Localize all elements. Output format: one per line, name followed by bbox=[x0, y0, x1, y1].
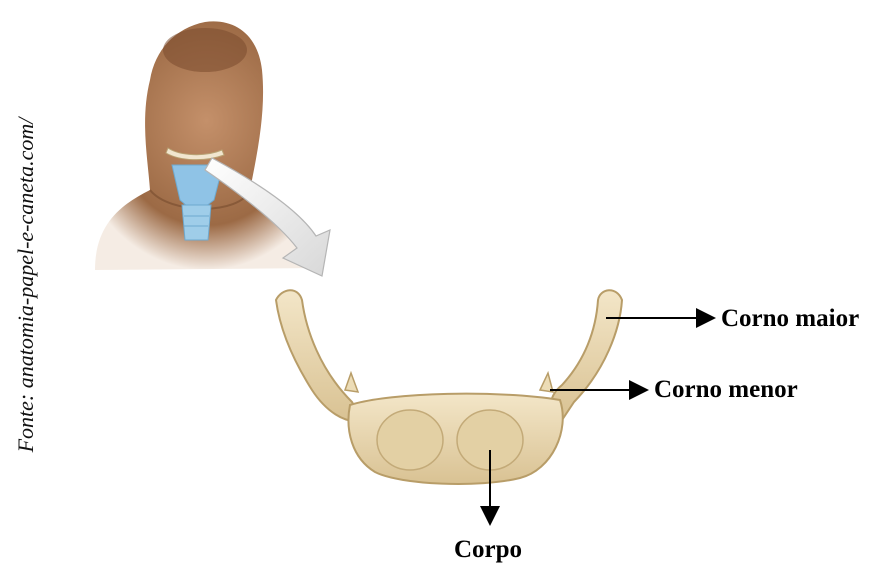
hyoid-bone bbox=[276, 290, 622, 484]
label-lesser-horn: Corno menor bbox=[654, 376, 798, 404]
label-body: Corpo bbox=[454, 536, 522, 564]
source-credit: Fonte: anatomia-papel-e-caneta.com/ bbox=[13, 118, 39, 453]
label-greater-horn: Corno maior bbox=[721, 305, 859, 333]
